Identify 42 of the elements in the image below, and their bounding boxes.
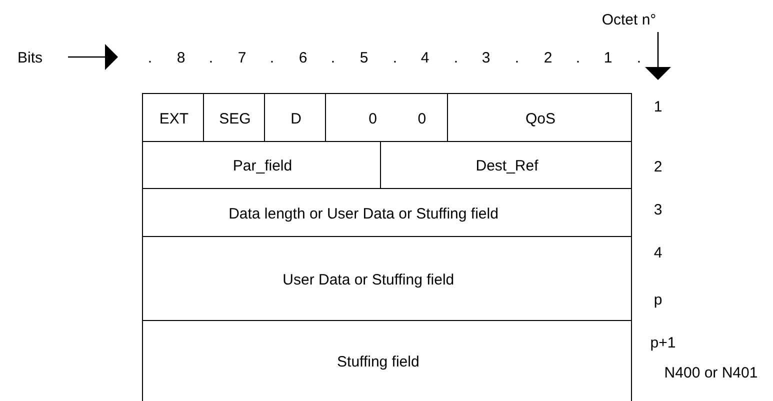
bit-number: .: [576, 50, 580, 66]
field-cell: [142, 188, 632, 237]
octet-number: 2: [654, 160, 662, 174]
octet-number: p: [654, 292, 662, 308]
field-cell: [142, 320, 632, 401]
field-name: 0: [368, 111, 377, 126]
octet-number: 1: [654, 100, 662, 114]
octet-number: 3: [654, 202, 662, 218]
field-cell: [447, 93, 632, 142]
octet-number: N400 or N401: [664, 366, 758, 380]
bit-number: 1: [604, 50, 612, 66]
field-name: EXT: [159, 111, 189, 126]
bit-number: 6: [298, 50, 308, 66]
bit-number: .: [330, 50, 336, 66]
field-name: Stuffing field: [337, 354, 420, 370]
field-name: 0: [418, 111, 426, 126]
bit-number: .: [392, 50, 398, 66]
bit-number: 5: [360, 50, 368, 66]
bit-number: 7: [238, 50, 246, 66]
bit-number: .: [208, 50, 214, 66]
bit-number: 3: [482, 50, 490, 66]
bit-number: .: [514, 50, 520, 66]
bit-number: .: [454, 50, 458, 66]
field-cell: [142, 93, 204, 142]
field-name: User Data or Stuffing field: [282, 272, 454, 287]
field-cell: [142, 236, 632, 321]
axis-title: Bits: [18, 50, 42, 66]
bit-number: .: [270, 50, 274, 66]
field-name: Par_field: [232, 158, 292, 174]
field-name: SEG: [219, 111, 251, 126]
field-name: QoS: [526, 111, 556, 126]
octet-number: 4: [654, 246, 662, 260]
bit-number: 8: [176, 50, 186, 66]
field-name: D: [290, 111, 302, 126]
axis-title: Octet n°: [602, 12, 656, 28]
octet-number: p+1: [650, 336, 676, 350]
bit-number: 2: [544, 50, 552, 66]
field-name: Data length or User Data or Stuffing field: [228, 206, 498, 221]
bit-number: .: [636, 50, 642, 66]
field-name: Dest_Ref: [476, 158, 538, 174]
bit-number: 4: [420, 50, 430, 66]
bit-number: .: [148, 50, 152, 66]
